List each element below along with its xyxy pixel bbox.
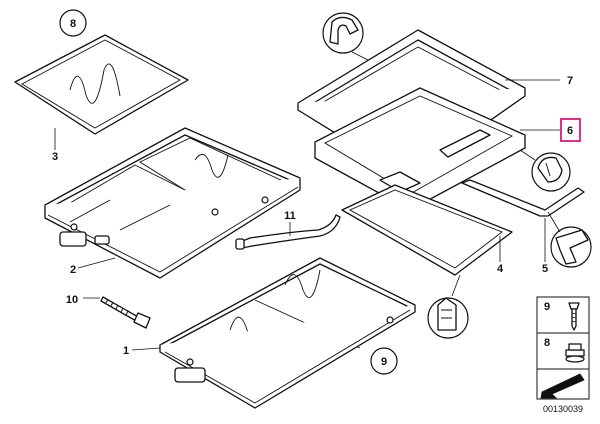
screw-part <box>100 296 151 329</box>
lower-seal-ring-part <box>341 184 513 276</box>
detail-circle-bottom <box>427 297 469 339</box>
legend-arrow-icon <box>540 373 585 399</box>
legend-screw-icon <box>568 302 580 331</box>
callout-9: 9 <box>381 356 387 368</box>
callout-circle-9 <box>370 347 398 375</box>
legend-nut-icon <box>565 343 585 363</box>
detail-circle-top <box>322 12 364 54</box>
lid-seal-part <box>314 87 526 211</box>
callout-7: 7 <box>567 75 573 87</box>
callout-6: 6 <box>567 125 573 137</box>
sunroof-housing-part <box>159 257 416 409</box>
drain-hose-part <box>235 214 341 250</box>
callout-circle-8 <box>59 9 87 37</box>
callout-1: 1 <box>123 345 129 357</box>
callout-4: 4 <box>497 263 504 275</box>
fastener-legend: 9 8 <box>536 296 590 400</box>
sunroof-frame-part <box>44 127 301 279</box>
legend-label-8: 8 <box>544 337 550 349</box>
headliner-panel-part <box>14 34 189 135</box>
legend-label-9: 9 <box>544 301 550 313</box>
detail-circle-right <box>531 152 571 192</box>
callout-10: 10 <box>66 294 78 306</box>
callout-5: 5 <box>542 263 548 275</box>
strip-seal-part <box>461 179 585 217</box>
callout-11: 11 <box>284 210 296 222</box>
detail-circle-lower-right <box>550 226 592 268</box>
callout-3: 3 <box>52 151 58 163</box>
callout-8: 8 <box>70 18 76 30</box>
callout-6-highlight-box <box>560 118 581 142</box>
callout-2: 2 <box>70 264 76 276</box>
diagram-id: 00130039 <box>543 404 583 414</box>
